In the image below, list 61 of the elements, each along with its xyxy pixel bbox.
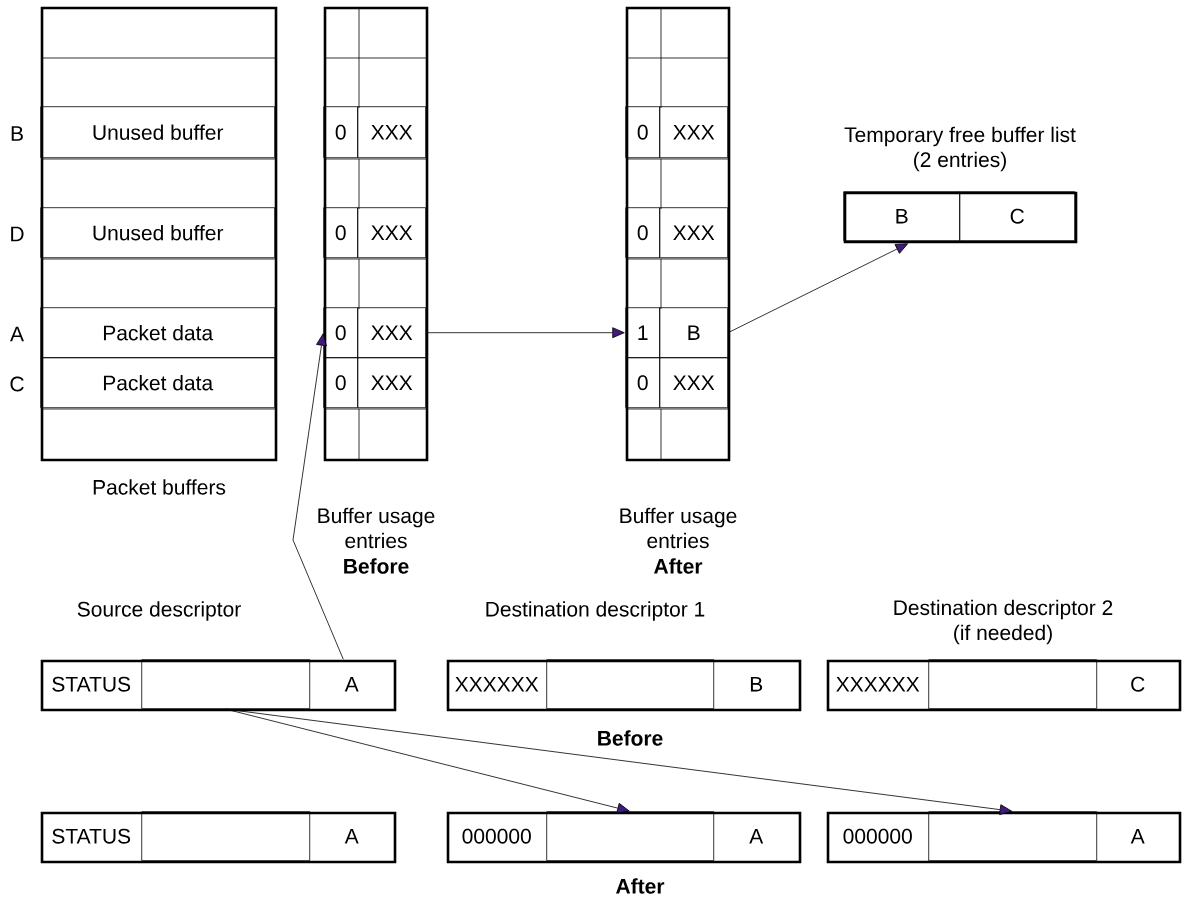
table-cell: A <box>344 677 359 692</box>
row-label: C <box>10 376 24 392</box>
arrow <box>425 327 625 339</box>
table-cell: 0 <box>323 307 359 359</box>
descriptor-box <box>40 811 397 864</box>
table-cell: XXXXXX <box>836 677 920 692</box>
buffer-row: Packet data <box>40 307 276 359</box>
table-cell: 0 <box>625 357 661 409</box>
table-cell <box>928 659 1098 710</box>
arrow <box>225 708 1013 816</box>
table-cell: XXXXXX <box>455 677 539 692</box>
buffer-row: Unused buffer <box>40 106 276 159</box>
buffer-row: Unused buffer <box>40 207 276 259</box>
table-cell: XXX <box>357 307 427 359</box>
table-cell: A <box>1130 829 1145 844</box>
table-cell: XXX <box>659 207 729 259</box>
table-caption: Temporary free buffer list (2 entries) <box>844 126 1076 172</box>
table-cell <box>928 811 1098 862</box>
table-cell: 0 <box>625 106 661 159</box>
table-cell: 0 <box>323 106 359 159</box>
row-label: A <box>10 326 24 342</box>
table-cell: XXX <box>357 357 427 409</box>
table-cell <box>546 659 715 710</box>
arrow <box>292 333 344 660</box>
table-cell: XXX <box>659 106 729 159</box>
buffer-row: Packet data <box>40 357 276 409</box>
state-label: Before <box>344 558 409 574</box>
table-cell: C <box>1131 676 1145 692</box>
table-cell: A <box>749 829 764 844</box>
table-caption: Buffer usage entries <box>620 507 737 549</box>
state-label: After <box>654 558 703 574</box>
table-cell: STATUS <box>52 676 131 692</box>
table-cell: 1 <box>625 307 661 359</box>
table-cell: STATUS <box>52 828 131 844</box>
table-cell: C <box>959 191 1076 242</box>
table-cell: 000000 <box>462 828 531 844</box>
arrow <box>727 243 908 334</box>
table-caption: Destination descriptor 2 (if needed) <box>894 599 1113 645</box>
table-cell: 000000 <box>843 828 912 844</box>
table-cell: XXX <box>659 357 729 409</box>
table-caption: Source descriptor <box>77 601 241 621</box>
table-cell: B <box>659 307 729 359</box>
table-caption: Destination descriptor 1 <box>486 601 705 621</box>
descriptor-box <box>446 811 802 864</box>
table-caption: Buffer usage entries <box>318 507 435 549</box>
table-cell <box>141 659 311 710</box>
table-cell <box>546 811 715 862</box>
row-label: B <box>11 126 23 141</box>
table-cell: 0 <box>323 357 359 409</box>
state-label: Before <box>598 730 663 746</box>
table-cell: B <box>750 677 763 692</box>
descriptor-box <box>826 811 1182 864</box>
table-cell: 0 <box>625 207 661 259</box>
table-cell: 0 <box>323 207 359 259</box>
row-label: D <box>11 226 24 242</box>
table-caption: Packet buffers <box>93 479 226 495</box>
table-cell: B <box>843 191 961 242</box>
table-cell: A <box>344 829 359 844</box>
table-cell: XXX <box>357 207 427 259</box>
table-cell: XXX <box>357 106 427 159</box>
table-cell <box>141 811 311 862</box>
